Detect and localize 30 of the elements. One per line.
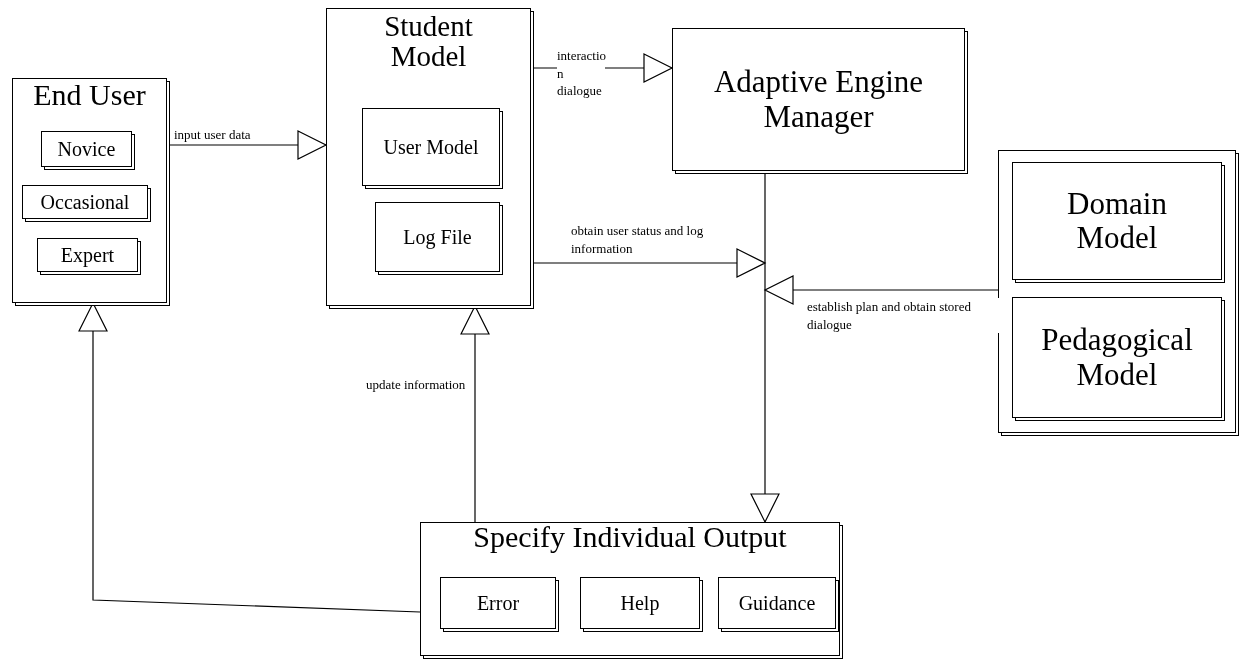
container-box bbox=[998, 150, 1236, 433]
box-label: Novice bbox=[57, 138, 116, 160]
process-box bbox=[22, 185, 148, 219]
process-box bbox=[580, 577, 700, 629]
box-label: Pedagogical Model bbox=[1040, 323, 1194, 392]
box-label: Expert bbox=[60, 244, 115, 266]
process-box bbox=[37, 238, 138, 272]
box-label: Adaptive Engine Manager bbox=[712, 65, 925, 134]
box-label: Error bbox=[476, 592, 520, 614]
process-box bbox=[362, 108, 500, 186]
box-title: Student Model bbox=[383, 9, 474, 72]
box-title: End User bbox=[32, 79, 147, 111]
box-label: Occasional bbox=[40, 191, 130, 213]
process-box bbox=[440, 577, 556, 629]
box-label: Log File bbox=[403, 226, 472, 248]
box-title: Specify Individual Output bbox=[472, 521, 788, 553]
box-label: Domain Model bbox=[1066, 186, 1168, 256]
process-box bbox=[375, 202, 500, 272]
process-box bbox=[12, 78, 167, 303]
process-box bbox=[41, 131, 132, 167]
box-label: Help bbox=[620, 592, 660, 614]
process-box bbox=[672, 28, 965, 171]
process-box bbox=[1012, 162, 1222, 280]
arrow bbox=[764, 275, 999, 305]
process-box bbox=[718, 577, 836, 629]
process-box bbox=[420, 522, 840, 656]
process-box bbox=[326, 8, 531, 306]
process-box bbox=[1012, 297, 1222, 418]
box-label: User Model bbox=[383, 136, 479, 158]
box-label: Guidance bbox=[738, 592, 816, 614]
